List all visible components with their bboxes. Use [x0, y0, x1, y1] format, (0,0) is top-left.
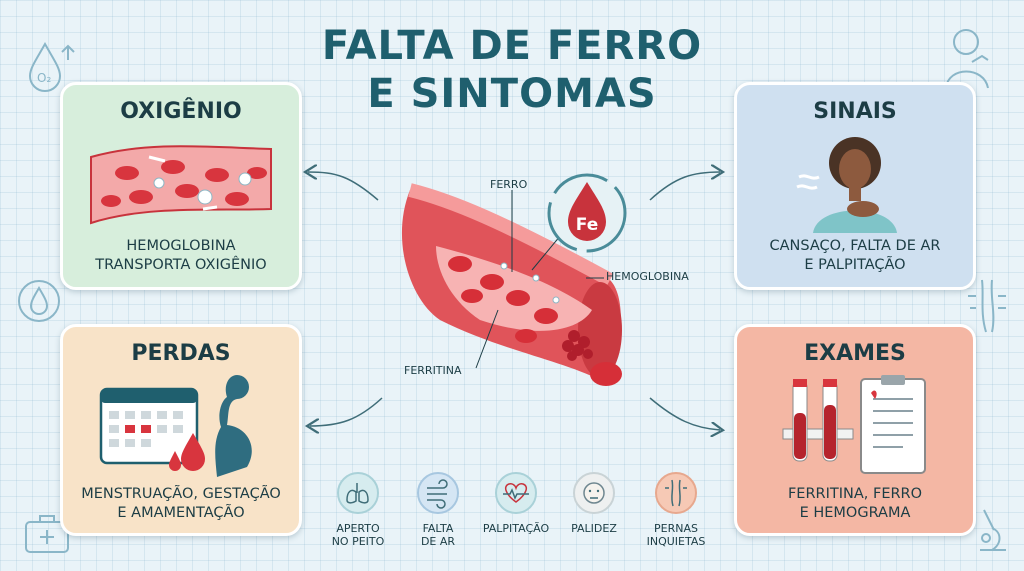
card-exames: EXAMES FERRITINA, FERRO E HEMOGRAMA — [734, 324, 976, 536]
card-oxigenio-text: HEMOGLOBINA TRANSPORTA OXIGÊNIO — [95, 238, 267, 273]
title-line-2: E SINTOMAS — [367, 71, 657, 117]
lungs-icon — [337, 472, 379, 514]
symptom-falta-de-ar: FALTA DE AR — [398, 472, 478, 548]
card-sinais-text: CANSAÇO, FALTA DE AR E PALPITAÇÃO — [769, 238, 941, 273]
drops-cycle-icon — [18, 280, 60, 322]
legs-icon — [655, 472, 697, 514]
card-perdas: PERDAS MENSTRUAÇÃO, GESTAÇÃO E AMAMENTAÇ… — [60, 324, 302, 536]
heartbeat-icon — [495, 472, 537, 514]
card-perdas-text: MENSTRUAÇÃO, GESTAÇÃO E AMAMENTAÇÃO — [81, 486, 281, 521]
symptom-label: APERTO NO PEITO — [331, 522, 385, 548]
blood-tubes-clipboard-illustration — [782, 375, 926, 474]
symptom-label: PALPITAÇÃO — [482, 522, 550, 535]
oxygen-drop-icon: O₂ — [28, 41, 75, 92]
symptom-label: FALTA DE AR — [420, 522, 456, 548]
blood-vessel-illustration — [401, 183, 622, 386]
pale-face-icon — [573, 472, 615, 514]
ferro-label: FERRO — [490, 178, 528, 191]
symptom-palidez: PALIDEZ — [554, 472, 634, 535]
fe-label: Fe — [576, 215, 598, 235]
symptom-label: PERNAS INQUIETAS — [646, 522, 706, 548]
iron-fe-icon: Fe — [547, 173, 627, 253]
first-aid-kit-icon — [25, 515, 69, 553]
symptom-pernas-inquietas: PERNAS INQUIETAS — [636, 472, 716, 548]
symptom-aperto-no-peito: APERTO NO PEITO — [318, 472, 398, 548]
card-sinais: SINAIS CANSAÇO, FALTA DE AR E PALPITAÇÃO — [734, 82, 976, 290]
title-line-1: FALTA DE FERRO — [321, 23, 703, 69]
symptom-palpitacao: PALPITAÇÃO — [476, 472, 556, 535]
hemoglobina-label: HEMOGLOBINA — [606, 270, 689, 283]
blood-vessel-oxygen-illustration — [90, 145, 272, 225]
calendar-pregnancy-illustration — [99, 375, 252, 477]
tired-woman-illustration — [796, 137, 897, 233]
wind-icon — [417, 472, 459, 514]
card-perdas-title: PERDAS — [131, 341, 231, 366]
card-oxigenio: OXIGÊNIO HEMOGLOBINA TRANSPORTA OXIGÊNIO — [60, 82, 302, 290]
ferritina-label: FERRITINA — [404, 364, 462, 377]
card-oxigenio-title: OXIGÊNIO — [120, 99, 242, 124]
symptom-label: PALIDEZ — [571, 522, 617, 535]
card-exames-text: FERRITINA, FERRO E HEMOGRAMA — [787, 486, 923, 521]
card-exames-title: EXAMES — [804, 341, 906, 366]
card-sinais-title: SINAIS — [813, 99, 897, 124]
page-title: FALTA DE FERRO E SINTOMAS — [290, 22, 734, 118]
microscope-icon — [980, 509, 1006, 551]
legs-nerve-icon — [968, 279, 1006, 333]
o2-label: O₂ — [37, 71, 51, 85]
